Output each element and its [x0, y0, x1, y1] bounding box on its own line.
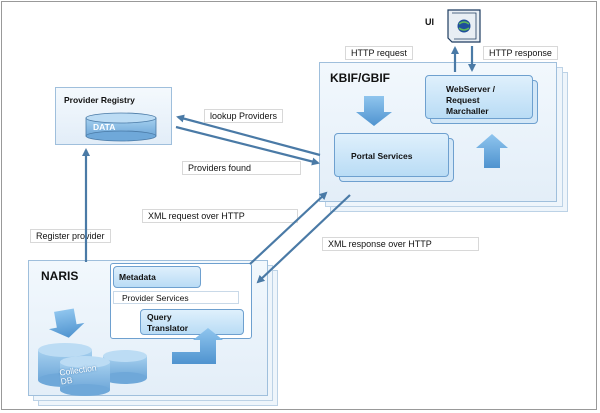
webserver-line-2: Request — [446, 95, 480, 105]
portal-label: Portal Services — [351, 151, 413, 161]
query-line-2: Translator — [147, 323, 189, 333]
webserver-line-1: WebServer / — [446, 84, 495, 94]
lookup-providers-arrow — [176, 114, 321, 157]
webserver-box: WebServer / Request Marchaller — [425, 75, 533, 119]
naris-title: NARIS — [41, 269, 79, 283]
naris-up-arrow — [172, 328, 223, 364]
provider-services-label: Provider Services — [122, 293, 189, 303]
label-lookup-providers: lookup Providers — [204, 109, 284, 123]
query-box: Query Translator — [140, 309, 244, 335]
label-http-response: HTTP response — [483, 46, 558, 60]
providers-found-arrow — [175, 125, 320, 166]
naris-left-arrow — [48, 308, 85, 338]
label-providers-found: Providers found — [182, 161, 301, 175]
registry-title: Provider Registry — [64, 95, 135, 105]
label-xml-response: XML response over HTTP — [322, 237, 479, 251]
kbif-title: KBIF/GBIF — [330, 71, 390, 85]
query-line-1: Query — [147, 312, 172, 322]
metadata-box: Metadata — [113, 266, 201, 288]
metadata-label: Metadata — [119, 272, 156, 282]
ui-document-icon — [447, 9, 481, 43]
data-cylinder — [85, 112, 157, 142]
label-xml-request: XML request over HTTP — [142, 209, 298, 223]
collection-db-cylinder — [38, 343, 147, 396]
webserver-line-3: Marchaller — [446, 106, 489, 116]
label-http-request: HTTP request — [345, 46, 413, 60]
data-label: DATA — [93, 122, 116, 132]
ui-label: UI — [425, 17, 434, 27]
kbif-up-arrow — [458, 134, 508, 168]
provider-services-box: Provider Services — [113, 291, 239, 304]
kbif-down-arrow — [356, 96, 392, 126]
xml-request-arrow — [249, 191, 328, 265]
portal-box: Portal Services — [334, 133, 449, 177]
xml-response-arrow — [256, 194, 351, 284]
label-register-provider: Register provider — [30, 229, 111, 243]
